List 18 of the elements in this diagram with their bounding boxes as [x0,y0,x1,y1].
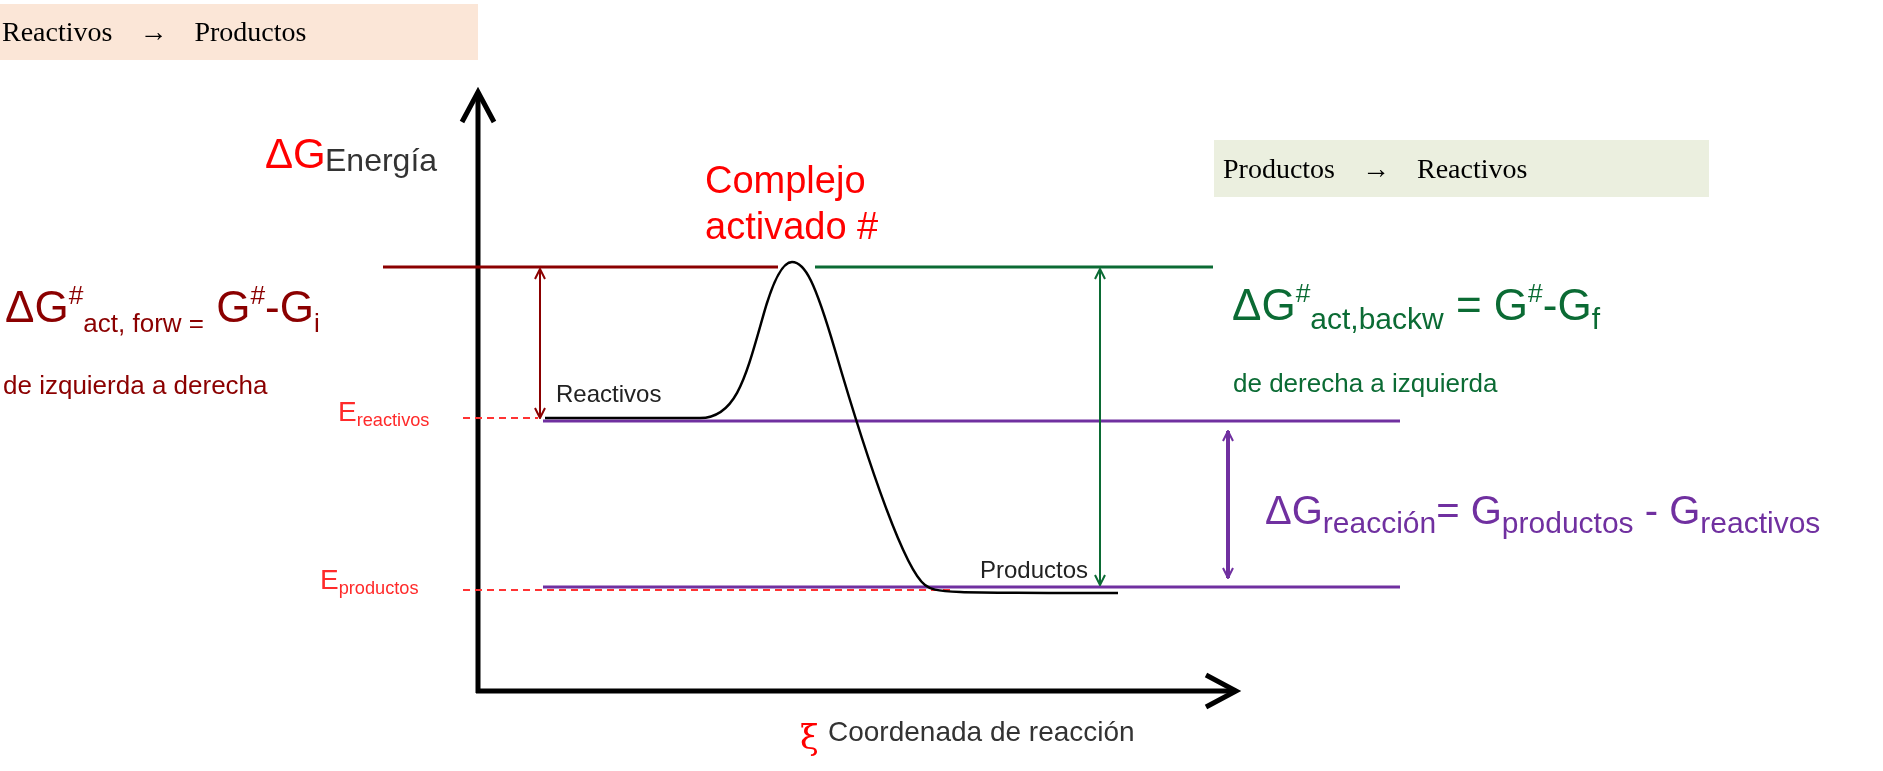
banner-box [1214,140,1709,197]
level-label: E$_{productos}$ [320,566,419,598]
state-label: Complejo activado # [705,158,880,249]
axis-title: Coordenada de reacción [828,718,1135,746]
note-text: de izquierda a derecha [3,372,268,398]
curve-label: Reactivos [556,382,662,406]
curve-label: Productos [980,558,1089,582]
banner-text: Reactivos → Productos [2,16,307,48]
formula-label: ΔG$_{reacción}$= G$_{productos}$ - G$_{reactivos}$ [1265,490,1821,538]
axis-title: Energía [325,144,438,176]
symbol-label: ξ [800,720,819,754]
note-text: de derecha a izquierda [1233,370,1498,396]
formula-label: ΔG$^{#}$$_{act,backw}$ = G$^{#}$-G$_{f}$ [1232,280,1600,335]
formula-label: ΔG$^{#}$$_{act, forw =}$ G$^{#}$-G$_{i}$ [5,282,320,336]
banner-box [0,4,478,60]
banner-text: Productos → Reactivos [1223,152,1528,185]
symbol-label: ΔG [265,133,326,175]
level-label: E$_{reactivos}$ [338,398,430,430]
